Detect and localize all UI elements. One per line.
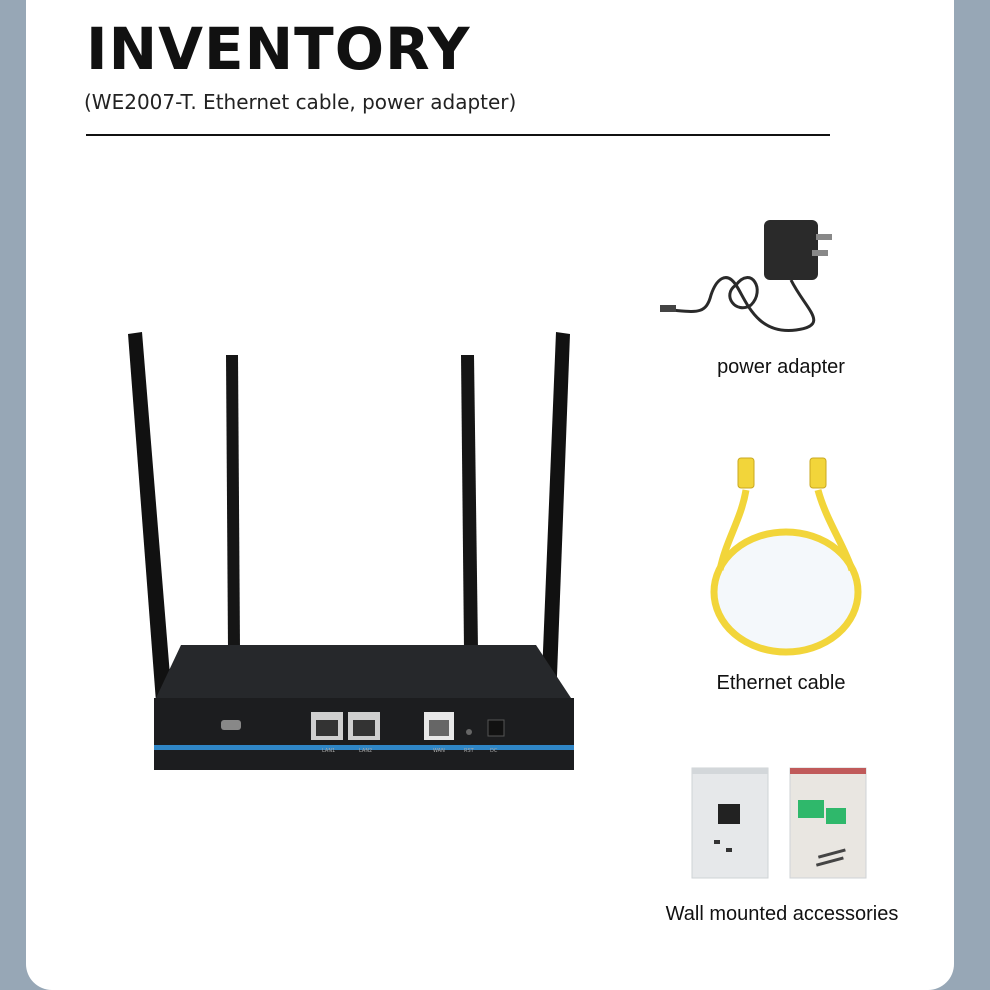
page-subtitle: (WE2007-T. Ethernet cable, power adapter… [84, 90, 517, 114]
port-label-lan2: LAN2 [359, 748, 372, 754]
antenna-right-outer [541, 332, 570, 702]
page-title: INVENTORY [86, 15, 471, 83]
antenna-right-inner [461, 355, 478, 650]
port-label-dc: DC [490, 748, 498, 754]
port-label-lan1: LAN1 [322, 748, 335, 754]
item-label-wall-accessories: Wall mounted accessories [665, 903, 899, 925]
power-adapter-icon [660, 220, 832, 332]
reset-button [466, 729, 472, 735]
accessory-bags-icon [691, 767, 867, 879]
item-label-ethernet-cable: Ethernet cable [716, 672, 846, 694]
dc-port [487, 719, 505, 737]
antenna-left-inner [226, 355, 240, 650]
router-stripe [154, 745, 574, 750]
port-label-rst: RST [464, 748, 475, 754]
item-label-power-adapter: power adapter [717, 356, 845, 378]
port-label-wan: WAN [433, 748, 445, 754]
title-divider [86, 134, 830, 136]
usb-port [221, 720, 241, 730]
antenna-left-outer [128, 332, 172, 702]
router-image: LAN1 LAN2 WAN RST DC [128, 332, 574, 770]
ethernet-cable-icon [710, 457, 862, 656]
inventory-card: INVENTORY (WE2007-T. Ethernet cable, pow… [26, 0, 954, 990]
router-top [156, 645, 571, 698]
